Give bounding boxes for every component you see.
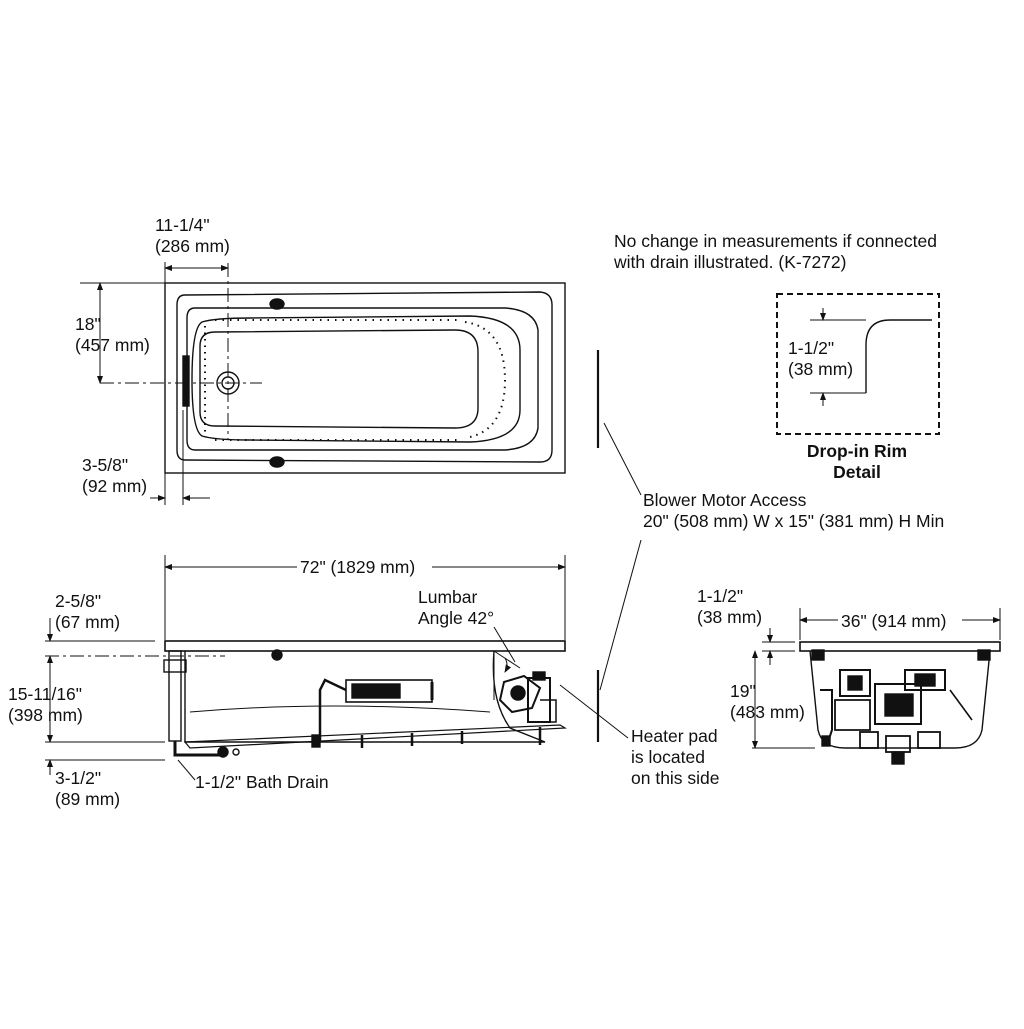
top-width-dim-line2: (286 mm) <box>155 236 230 256</box>
blower-access-note: Blower Motor Access 20" (508 mm) W x 15"… <box>643 490 944 532</box>
end-view <box>752 608 1001 765</box>
top-drain-offset-line1: 3-5/8" <box>82 455 129 475</box>
no-change-note: No change in measurements if connected w… <box>614 231 937 273</box>
rim-detail-frame <box>776 293 940 435</box>
top-width-dim-line1: 11-1/4" <box>155 215 210 235</box>
end-rim-dim-line2: (38 mm) <box>697 607 763 627</box>
end-view-pump <box>839 669 871 697</box>
top-view-plan <box>80 262 566 505</box>
top-view-deck-line <box>186 307 539 451</box>
heater-pad-line3: on this side <box>631 768 720 788</box>
side-bottom-dim-line2: (89 mm) <box>55 789 121 809</box>
side-rim-dim-line1: 2-5/8" <box>55 591 102 611</box>
top-view-fitting-top <box>269 298 285 310</box>
top-depth-dim-line2: (457 mm) <box>75 335 150 355</box>
side-height-dim-line2: (398 mm) <box>8 705 83 725</box>
no-change-note-line1: No change in measurements if connected <box>614 231 937 251</box>
side-bottom-dim-line1: 3-1/2" <box>55 768 102 788</box>
heater-pad-note: Heater pad is located on this side <box>631 726 720 789</box>
side-view-drain-pipe <box>168 650 182 742</box>
side-bottom-dim-label: 3-1/2" (89 mm) <box>55 768 120 810</box>
top-drain-offset-line2: (92 mm) <box>82 476 148 496</box>
side-view-shell <box>184 650 546 743</box>
top-depth-dim-label: 18" (457 mm) <box>75 314 150 356</box>
heater-pad-line1: Heater pad <box>631 726 718 746</box>
top-view-air-jets <box>464 321 507 439</box>
side-rim-dim-line2: (67 mm) <box>55 612 121 632</box>
lumbar-angle-line2: Angle 42° <box>418 608 495 628</box>
end-view-blower <box>874 683 922 725</box>
top-view-basin-outer <box>191 315 521 443</box>
side-view-base <box>183 724 567 749</box>
blower-access-line1: Blower Motor Access <box>643 490 807 510</box>
rim-detail-dim-line2: (38 mm) <box>788 359 854 379</box>
rim-detail-dim-line1: 1-1/2" <box>788 338 835 358</box>
bath-drain-label: 1-1/2" Bath Drain <box>195 772 329 792</box>
top-view-inner-rim <box>176 291 553 463</box>
lumbar-angle-line1: Lumbar <box>418 587 478 607</box>
end-height-dim-line1: 19" <box>730 681 756 701</box>
rim-detail-title: Drop-in Rim Detail <box>787 441 927 483</box>
end-height-dim-line2: (483 mm) <box>730 702 805 722</box>
top-depth-dim-line1: 18" <box>75 314 101 334</box>
side-view-rim <box>164 640 566 652</box>
top-view-fitting-bottom <box>269 456 285 468</box>
heater-pad-line2: is located <box>631 747 705 767</box>
rim-detail-dim-label: 1-1/2" (38 mm) <box>788 338 853 380</box>
top-width-dim-label: 11-1/4" (286 mm) <box>155 215 230 257</box>
end-view-shell <box>809 650 991 749</box>
end-width-dim-label: 36" (914 mm) <box>841 611 947 631</box>
rim-detail-title-line2: Detail <box>833 462 881 482</box>
end-rim-dim-label: 1-1/2" (38 mm) <box>697 586 762 628</box>
side-view-blower <box>498 674 542 714</box>
top-view-overflow <box>182 355 190 407</box>
end-height-dim-label: 19" (483 mm) <box>730 681 805 723</box>
side-height-dim-line1: 15-11/16" <box>8 684 82 704</box>
blower-access-line2: 20" (508 mm) W x 15" (381 mm) H Min <box>643 511 945 531</box>
rim-detail-title-line1: Drop-in Rim <box>806 441 908 461</box>
side-height-dim-label: 15-11/16" (398 mm) <box>8 684 83 726</box>
side-length-dim-label: 72" (1829 mm) <box>300 557 416 577</box>
side-rim-dim-label: 2-5/8" (67 mm) <box>55 591 120 633</box>
end-view-rim <box>799 641 1001 652</box>
no-change-note-line2: with drain illustrated. (K-7272) <box>614 252 847 272</box>
top-view-basin-floor <box>199 329 479 429</box>
side-view <box>45 350 642 781</box>
top-drain-offset-dim-label: 3-5/8" (92 mm) <box>82 455 147 497</box>
end-rim-dim-line1: 1-1/2" <box>697 586 744 606</box>
rim-detail <box>776 293 940 435</box>
top-view-outer-rim <box>164 282 566 474</box>
lumbar-angle-label: Lumbar Angle 42° <box>418 587 494 629</box>
